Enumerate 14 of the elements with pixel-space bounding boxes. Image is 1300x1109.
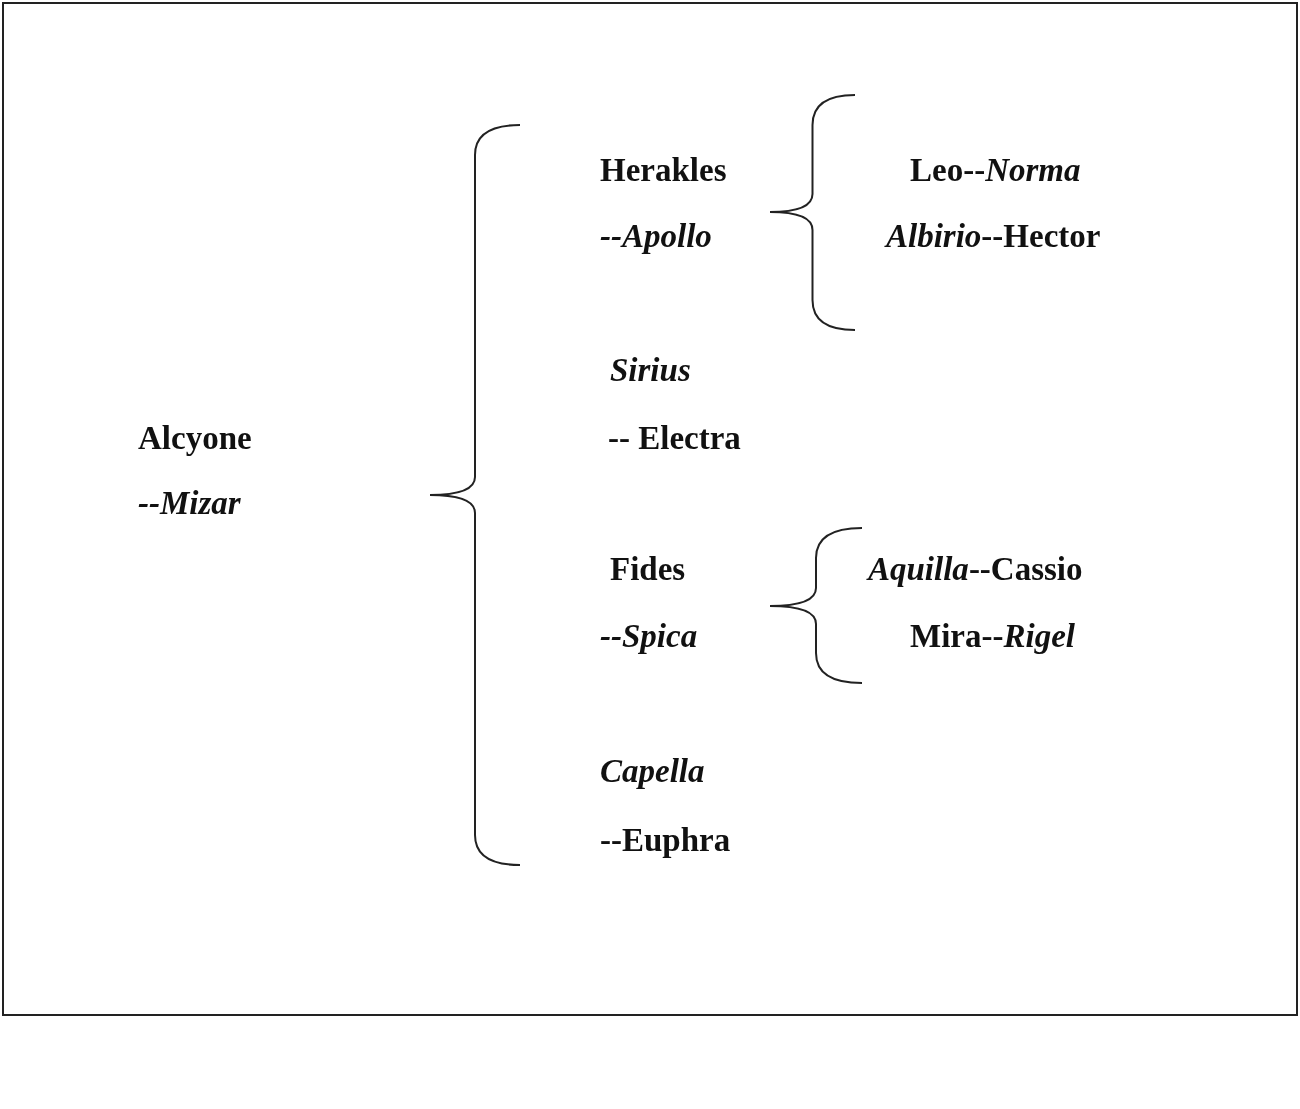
label-text: Albirio--Hector xyxy=(886,217,1101,256)
label-text: --Euphra xyxy=(600,821,731,860)
label-text: -- Electra xyxy=(608,419,741,458)
label-text: Sirius xyxy=(610,351,691,390)
label-text: Aquilla--Cassio xyxy=(868,550,1083,589)
label-text: Fides xyxy=(610,550,686,589)
label-text: Herakles xyxy=(600,151,727,190)
label-text: Mira--Rigel xyxy=(910,617,1075,656)
label-text: Leo--Norma xyxy=(910,151,1081,190)
label-text: --Spica xyxy=(600,617,698,656)
label-text: Alcyone xyxy=(138,419,252,458)
label-text: --Mizar xyxy=(138,484,241,523)
label-text: Capella xyxy=(600,752,705,791)
label-text: --Apollo xyxy=(600,217,712,256)
